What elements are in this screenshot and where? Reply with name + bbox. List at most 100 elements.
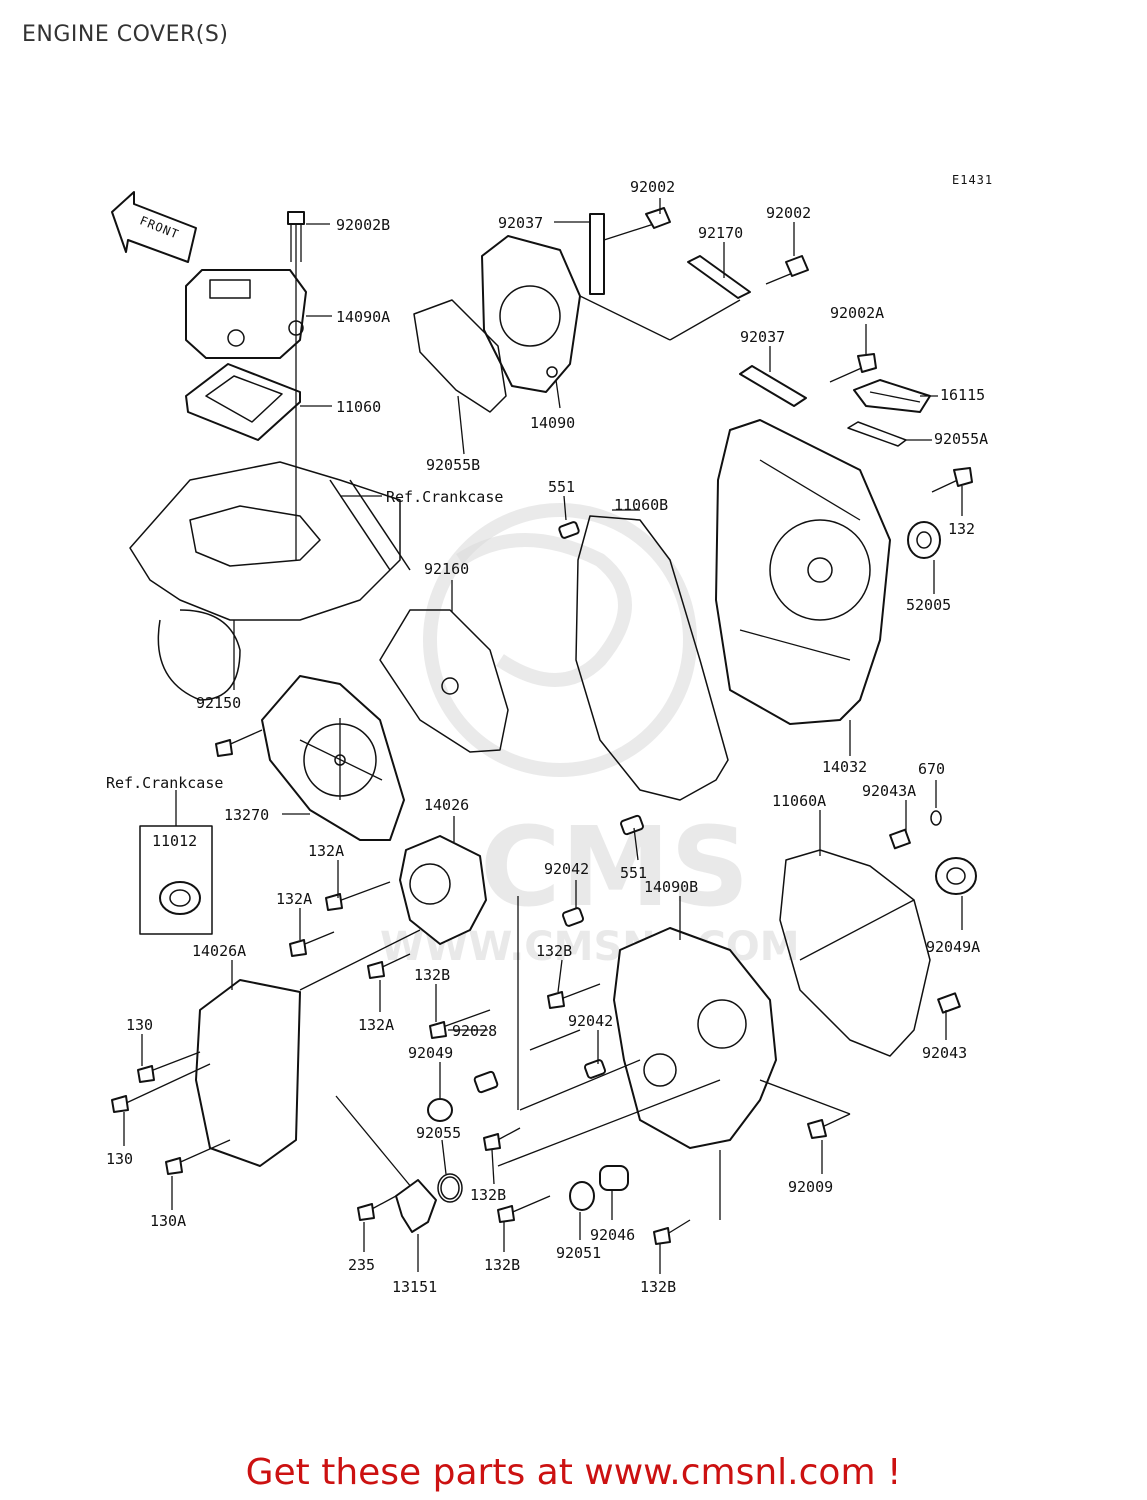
gasket-92160-icon (379, 609, 509, 753)
cover-14032-icon (715, 419, 891, 725)
oring-92055-icon (437, 1173, 463, 1203)
cover-14090-icon (481, 235, 741, 393)
label-92002-b: 92002 (766, 204, 811, 222)
bolt-132b-b-icon (429, 1009, 491, 1039)
label-92043A: 92043A (862, 782, 916, 800)
label-92002B: 92002B (336, 216, 390, 234)
label-92002-a: 92002 (630, 178, 675, 196)
label-92055A: 92055A (934, 430, 988, 448)
label-132B-a: 132B (536, 942, 572, 960)
oring-670-icon (930, 810, 942, 826)
dipstick-13151-icon (335, 1095, 437, 1233)
bolt-132a-a-icon (325, 881, 391, 911)
strap-92037-right-icon (739, 365, 807, 407)
label-130A: 130A (150, 1212, 186, 1230)
bolt-132-icon (931, 467, 973, 493)
label-14032: 14032 (822, 758, 867, 776)
bearing-92046-icon (599, 1165, 629, 1191)
label-92049: 92049 (408, 1044, 453, 1062)
label-92046: 92046 (590, 1226, 635, 1244)
bolt-92002b-icon (287, 211, 305, 262)
label-ref-crankcase-1: Ref.Crankcase (386, 488, 503, 506)
label-92043: 92043 (922, 1044, 967, 1062)
dowel-551-top-icon (558, 521, 580, 539)
gasket-92055b-icon (413, 299, 507, 413)
seal-92051-icon (569, 1181, 595, 1211)
diagram-code: E1431 (952, 173, 993, 187)
label-13270: 13270 (224, 806, 269, 824)
label-92009: 92009 (788, 1178, 833, 1196)
label-16115: 16115 (940, 386, 985, 404)
plug-92028-icon (473, 1070, 499, 1094)
plug-92043a-icon (889, 828, 911, 850)
bolt-132a-b-icon (289, 931, 335, 957)
label-92055B: 92055B (426, 456, 480, 474)
gasket-11060-icon (185, 363, 301, 441)
label-132A-c: 132A (358, 1016, 394, 1034)
gasket-11060b-icon (575, 515, 729, 801)
cover-14026a-icon (195, 979, 301, 1167)
cover-13270-icon (261, 675, 405, 841)
bolt-132b-c-icon (483, 1127, 521, 1151)
dowel-92042-a-icon (561, 907, 585, 927)
oring-92055a-icon (847, 421, 907, 447)
seal-92049-icon (427, 1098, 453, 1122)
label-132A-a: 132A (308, 842, 344, 860)
label-132B-c: 132B (470, 1186, 506, 1204)
bolt-132b-e-icon (653, 1219, 691, 1245)
bolt-92002a-icon (829, 353, 877, 383)
label-14026A: 14026A (192, 942, 246, 960)
cover-14090b-icon (613, 927, 777, 1149)
seal-92049a-icon (935, 857, 977, 895)
strap-92037-top-icon (589, 213, 605, 295)
label-13151: 13151 (392, 1278, 437, 1296)
label-92150: 92150 (196, 694, 241, 712)
label-92042-b: 92042 (568, 1012, 613, 1030)
label-92049A: 92049A (926, 938, 980, 956)
bolt-132a-c-icon (367, 953, 411, 979)
label-11060A: 11060A (772, 792, 826, 810)
label-11012: 11012 (152, 832, 197, 850)
label-130-a: 130 (126, 1016, 153, 1034)
bolt-130a-icon (165, 1139, 231, 1175)
label-14090: 14090 (530, 414, 575, 432)
leader-lines (123, 198, 963, 1274)
label-92037-b: 92037 (740, 328, 785, 346)
label-130-b: 130 (106, 1150, 133, 1168)
label-14090B: 14090B (644, 878, 698, 896)
label-551-b: 551 (620, 864, 647, 882)
crankcase-reference-icon (129, 461, 411, 701)
plug-92043-icon (937, 992, 961, 1014)
label-92055: 92055 (416, 1124, 461, 1142)
label-14090A: 14090A (336, 308, 390, 326)
bar-92170-icon (687, 255, 751, 299)
page-title: ENGINE COVER(S) (22, 22, 229, 47)
label-92037-a: 92037 (498, 214, 543, 232)
housing-14026-icon (399, 835, 487, 945)
bolt-130-a-icon (137, 1051, 201, 1083)
promo-link[interactable]: Get these parts at www.cmsnl.com ! (245, 1452, 902, 1493)
label-551-a: 551 (548, 478, 575, 496)
label-235: 235 (348, 1256, 375, 1274)
cover-14090a-icon (185, 269, 307, 359)
bolt-132b-a-icon (547, 983, 601, 1009)
bolt-130-b-icon (111, 1063, 211, 1113)
bolt-235-icon (357, 1195, 397, 1221)
label-132B-d: 132B (484, 1256, 520, 1274)
label-ref-crankcase-2: Ref.Crankcase (106, 774, 223, 792)
dowel-92042-b-icon (583, 1059, 607, 1079)
label-92051: 92051 (556, 1244, 601, 1262)
label-132B-e: 132B (640, 1278, 676, 1296)
label-14026: 14026 (424, 796, 469, 814)
label-132A-b: 132A (276, 890, 312, 908)
filter-16115-icon (853, 379, 931, 413)
part-labels: 92002B 14090A 11060 Ref.Crankcase 92037 … (106, 178, 988, 1296)
label-11060B: 11060B (614, 496, 668, 514)
label-92170: 92170 (698, 224, 743, 242)
label-52005: 52005 (906, 596, 951, 614)
bolt-92150-icon (215, 729, 263, 757)
seal-52005-icon (907, 521, 941, 559)
watermark-text: CMS (480, 803, 749, 931)
bolt-132b-d-icon (497, 1195, 551, 1223)
